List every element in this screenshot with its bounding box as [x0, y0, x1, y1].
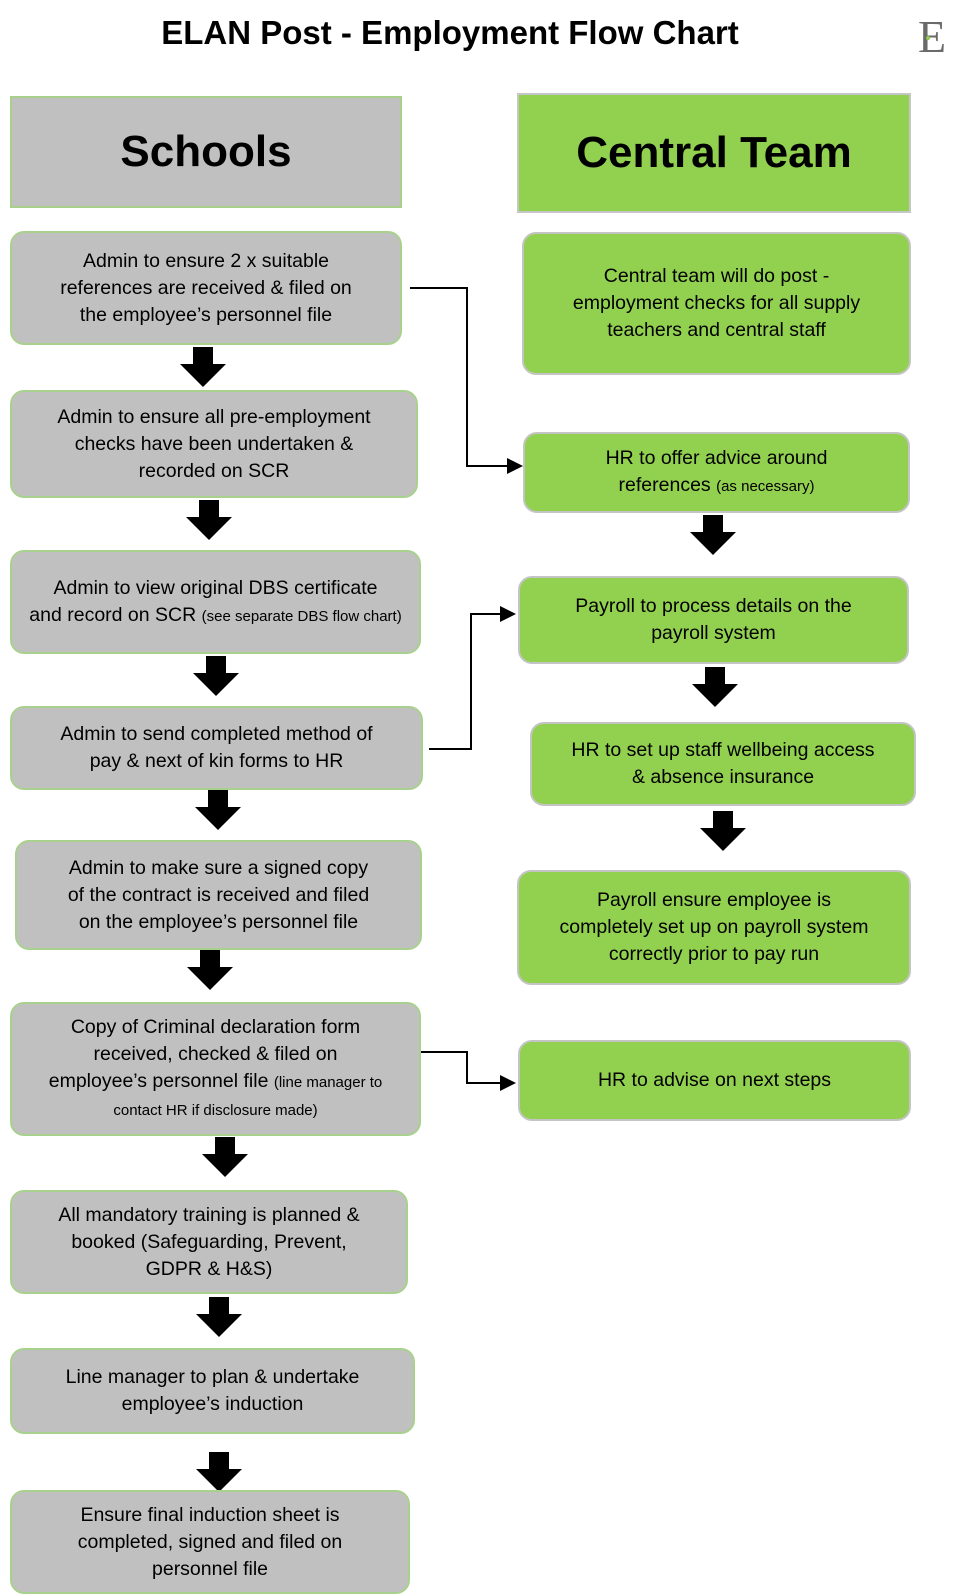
- down-arrow-3: [193, 656, 239, 696]
- central-step-4: HR to set up staff wellbeing access& abs…: [530, 722, 916, 806]
- schools-column-header: Schools: [10, 96, 402, 208]
- central-down-arrows: [690, 515, 746, 851]
- elan-logo: E: [918, 11, 947, 62]
- schools-step-3: Admin to view original DBS certificate a…: [10, 550, 421, 654]
- connector-refs-to-hr: [410, 287, 523, 474]
- down-arrow-c1: [690, 515, 736, 555]
- connector-pay-to-payroll: [429, 606, 516, 750]
- down-arrow-1: [180, 347, 226, 387]
- central-step-6: HR to advise on next steps: [518, 1040, 911, 1121]
- schools-step-7: All mandatory training is planned &booke…: [10, 1190, 408, 1294]
- page-title: ELAN Post - Employment Flow Chart: [161, 14, 739, 51]
- down-arrow-8: [196, 1452, 242, 1492]
- central-step-1: Central team will do post -employment ch…: [522, 232, 911, 375]
- down-arrow-c3: [700, 811, 746, 851]
- connector-lines: [410, 287, 523, 1091]
- down-arrow-4: [195, 790, 241, 830]
- central-team-column-header: Central Team: [517, 93, 911, 213]
- down-arrow-7: [196, 1297, 242, 1337]
- down-arrow-5: [187, 950, 233, 990]
- down-arrow-2: [186, 500, 232, 540]
- school-down-arrows: [180, 347, 248, 1492]
- down-arrow-c2: [692, 667, 738, 707]
- central-step-2: HR to offer advice around references (as…: [523, 432, 910, 513]
- connector-criminal-to-hr: [421, 1051, 516, 1091]
- down-arrow-6: [202, 1137, 248, 1177]
